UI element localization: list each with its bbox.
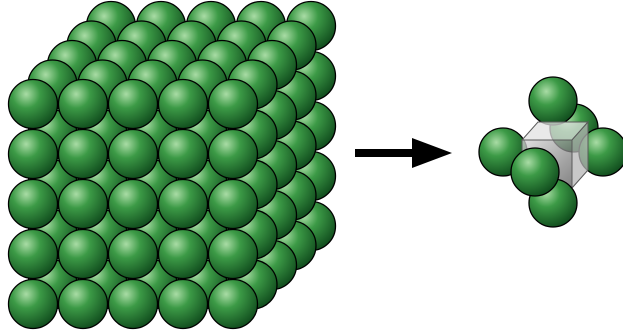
unit-cell-atom [510,147,560,197]
lattice-atom [157,78,209,130]
lattice-atom [7,228,59,280]
lattice-atom [57,178,109,230]
lattice-atom [107,228,159,280]
lattice-atom [57,128,109,180]
lattice-atom [157,278,209,330]
unit-cell-atom [528,76,578,126]
lattice-atom [57,278,109,330]
lattice-atom [207,178,259,230]
lattice-atom [207,78,259,130]
lattice-atom [107,128,159,180]
bulk-crystal-lattice [7,0,337,330]
unit-cell-octahedral [478,76,623,228]
lattice-atom [157,128,209,180]
lattice-atom [7,78,59,130]
lattice-atom [7,278,59,330]
lattice-atom [107,178,159,230]
lattice-atom [157,178,209,230]
lattice-atom [7,178,59,230]
lattice-atom [207,278,259,330]
lattice-atom [57,78,109,130]
lattice-atom [107,78,159,130]
lattice-atom [207,228,259,280]
lattice-atom [57,228,109,280]
lattice-atom [207,128,259,180]
right-arrow-icon [355,138,452,168]
lattice-atom [7,128,59,180]
lattice-atom [157,228,209,280]
lattice-atom [107,278,159,330]
